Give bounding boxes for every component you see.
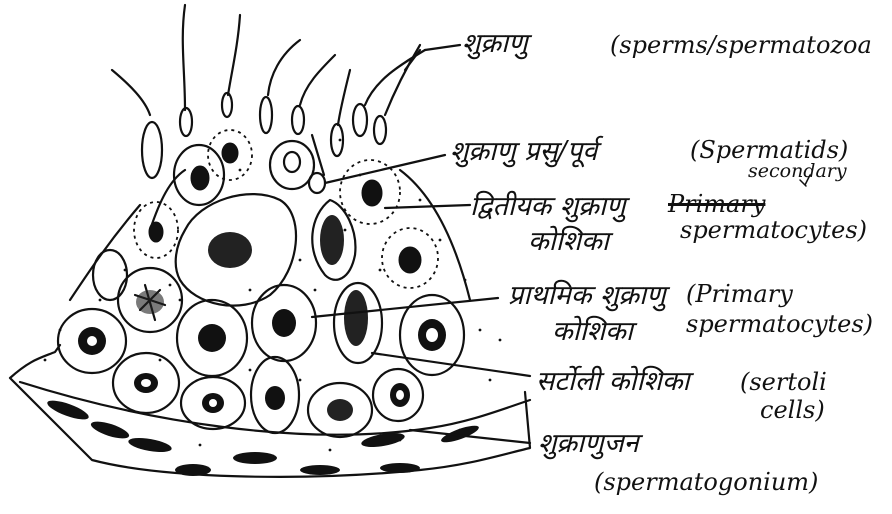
label-secondary-hindi-line2: कोशिका [528, 228, 609, 255]
label-spermatid-english: (Spermatids) [690, 138, 848, 162]
label-primary-hindi-line2: कोशिका [552, 318, 633, 345]
label-primary-english-line2: spermatocytes) [686, 312, 873, 336]
tubule-wall-line [70, 205, 140, 300]
label-spermatogonium-hindi: शुक्राणुजन [538, 430, 639, 457]
spermatogonium-cells [58, 300, 423, 437]
label-sperm-hindi: शुक्राणु [462, 30, 528, 57]
label-secondary-correction: secondary [748, 162, 847, 181]
label-spermatid-hindi: शुक्राणु प्रसु/पूर्व [450, 138, 597, 165]
primary-spermatocyte-cells [93, 194, 464, 375]
label-primary-english-line1: (Primary [686, 282, 793, 306]
label-sertoli-english-line2: cells) [760, 398, 825, 422]
label-sertoli-english-line1: (sertoli [740, 370, 827, 394]
label-sertoli-hindi: सर्टोली कोशिका [536, 368, 690, 395]
label-spermatogonium-english: (spermatogonium) [594, 470, 818, 494]
label-secondary-english: spermatocytes) [680, 218, 867, 242]
label-primary-hindi-line1: प्राथमिक शुक्राणु [508, 282, 666, 309]
label-secondary-hindi-line1: द्वितीयक शुक्राणु [470, 193, 626, 220]
label-secondary-struck: Primary [668, 192, 765, 216]
sperm-group [112, 5, 425, 178]
secondary-spermatocyte-cells [312, 160, 438, 288]
label-sperm-english: (sperms/spermatozoa [610, 33, 872, 57]
